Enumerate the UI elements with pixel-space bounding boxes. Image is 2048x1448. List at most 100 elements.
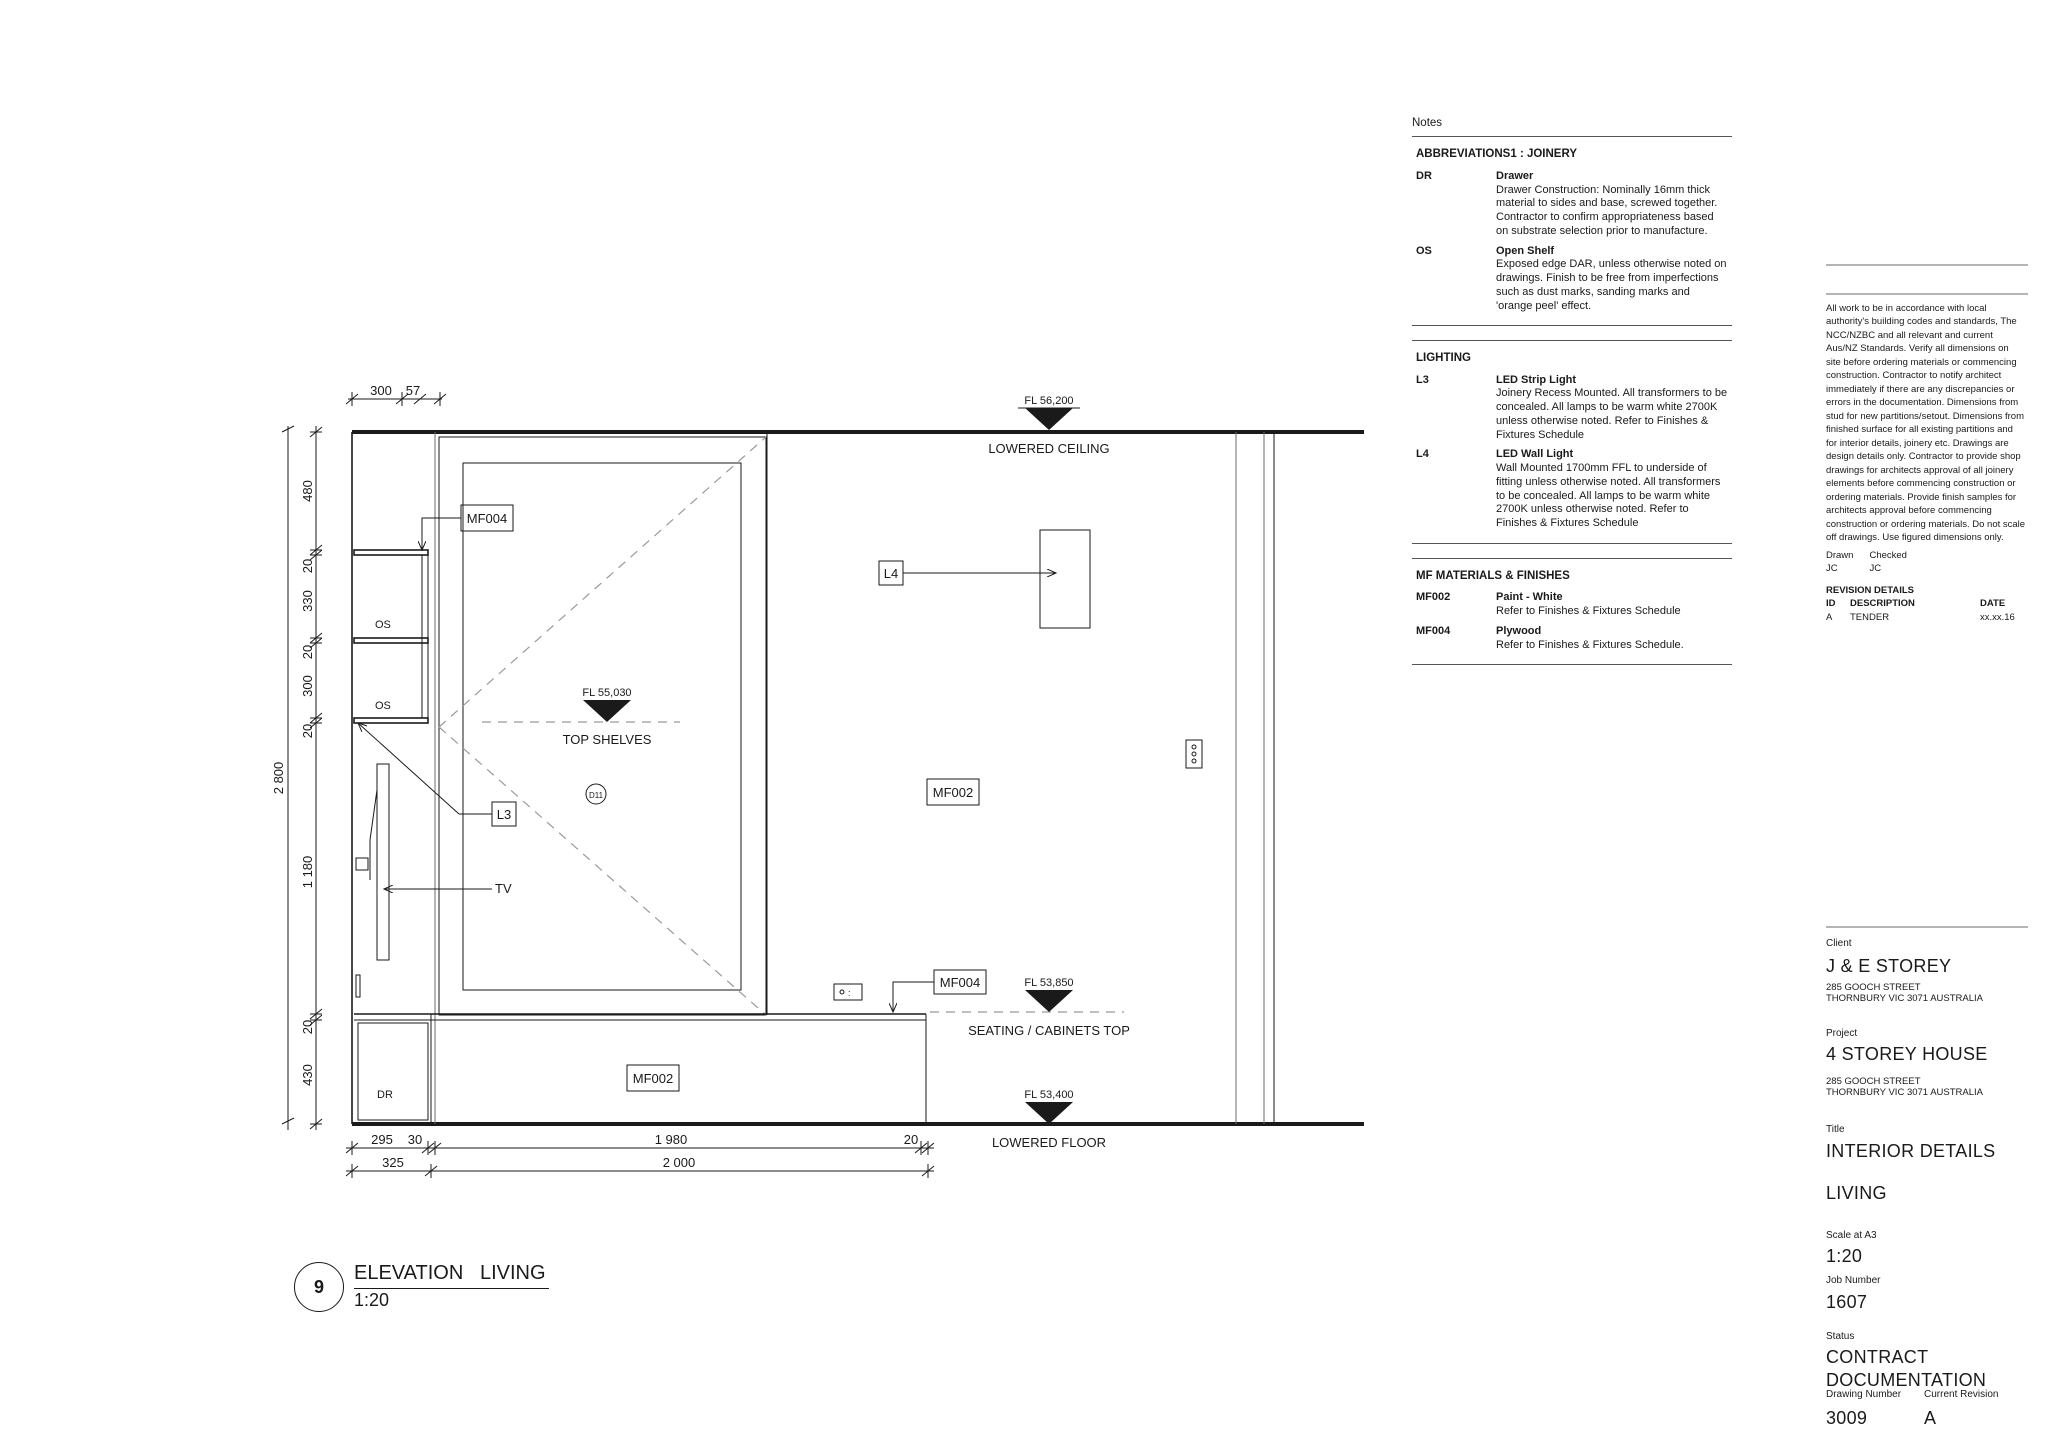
svg-text:430: 430 bbox=[300, 1064, 315, 1086]
tag-tv: TV bbox=[384, 881, 512, 896]
svg-text:LOWERED FLOOR: LOWERED FLOOR bbox=[992, 1135, 1106, 1150]
notes-panel: Notes ABBREVIATIONS1 : JOINERY DR Drawer… bbox=[1412, 116, 1732, 666]
revision-title: REVISION DETAILS bbox=[1826, 584, 1914, 596]
notes-section-materials: MF MATERIALS & FINISHES MF002 Paint - Wh… bbox=[1412, 557, 1732, 666]
tag-mf002-cabinet: MF002 bbox=[626, 1064, 680, 1092]
level-marker-ceiling: FL 56,200 LOWERED CEILING bbox=[988, 395, 1109, 456]
project-name: 4 STOREY HOUSE bbox=[1826, 1044, 1988, 1064]
label-os-2: OS bbox=[375, 700, 391, 712]
scale-label: Scale at A3 bbox=[1826, 1230, 1877, 1241]
tag-mf002-wall: MF002 bbox=[926, 778, 980, 806]
svg-text:D11: D11 bbox=[589, 791, 604, 800]
svg-text:L3: L3 bbox=[497, 807, 511, 822]
svg-text:57: 57 bbox=[406, 383, 420, 398]
label-dr: DR bbox=[377, 1089, 393, 1101]
scale-value: 1:20 bbox=[1826, 1246, 1863, 1266]
title-line1: INTERIOR DETAILS bbox=[1826, 1141, 1996, 1161]
svg-text:300: 300 bbox=[370, 383, 392, 398]
general-notes: All work to be in accordance with local … bbox=[1826, 303, 2026, 544]
svg-text:MF002: MF002 bbox=[933, 785, 973, 800]
status-line2: DOCUMENTATION bbox=[1826, 1370, 1987, 1390]
svg-text:MF004: MF004 bbox=[940, 975, 980, 990]
svg-text::: : bbox=[848, 988, 851, 998]
switch-plate bbox=[1185, 739, 1203, 769]
wall-light-l4 bbox=[1039, 529, 1091, 629]
dimension-left-chain: 480 20 330 20 300 20 1 180 20 430 bbox=[300, 426, 323, 1130]
svg-text:30: 30 bbox=[408, 1132, 422, 1147]
power-outlet bbox=[833, 983, 863, 1001]
dimension-top: 300 57 bbox=[345, 383, 447, 406]
svg-text:FL 55,030: FL 55,030 bbox=[582, 687, 631, 699]
svg-text:20: 20 bbox=[300, 645, 315, 659]
tag-l3: L3 bbox=[358, 723, 517, 827]
tag-mf004-seat: MF004 bbox=[893, 969, 987, 1012]
svg-text:20: 20 bbox=[300, 724, 315, 738]
svg-text:1 180: 1 180 bbox=[300, 856, 315, 889]
shelf-1 bbox=[353, 549, 429, 556]
drawing-title-scale: 1:20 bbox=[354, 1290, 390, 1310]
label-os-1: OS bbox=[375, 619, 391, 631]
shelf-2 bbox=[353, 637, 429, 644]
drawing-title-text: ELEVATION LIVING bbox=[354, 1262, 546, 1284]
svg-text:FL 53,400: FL 53,400 bbox=[1024, 1089, 1073, 1101]
svg-text:SEATING / CABINETS TOP: SEATING / CABINETS TOP bbox=[968, 1023, 1130, 1038]
window-frame-inner bbox=[462, 462, 742, 991]
dimension-bottom-row2: 325 2 000 bbox=[345, 1155, 935, 1178]
svg-text:2 800: 2 800 bbox=[271, 762, 286, 795]
dimension-bottom-row1: 295 30 1 980 20 bbox=[345, 1132, 935, 1155]
svg-text:MF002: MF002 bbox=[633, 1071, 673, 1086]
svg-text:TOP SHELVES: TOP SHELVES bbox=[563, 732, 652, 747]
current-revision-label: Current Revision bbox=[1924, 1389, 1999, 1400]
title-label: Title bbox=[1826, 1124, 1845, 1135]
svg-text:TV: TV bbox=[495, 881, 512, 896]
svg-text:MF004: MF004 bbox=[467, 511, 507, 526]
svg-text:20: 20 bbox=[300, 559, 315, 573]
svg-text:300: 300 bbox=[300, 675, 315, 697]
drawing-number-value: 3009 bbox=[1826, 1408, 1868, 1428]
svg-text:1 980: 1 980 bbox=[655, 1132, 688, 1147]
drawing-number-bubble: 9 bbox=[294, 1262, 344, 1312]
current-revision-value: A bbox=[1924, 1408, 1937, 1428]
job-value: 1607 bbox=[1826, 1292, 1868, 1312]
client-name: J & E STOREY bbox=[1826, 956, 1952, 976]
title-block-notes: All work to be in accordance with local … bbox=[1826, 294, 2026, 624]
dimension-left-overall: 2 800 bbox=[271, 425, 295, 1130]
svg-text:FL 53,850: FL 53,850 bbox=[1024, 977, 1073, 989]
drawing-number-label: Drawing Number bbox=[1826, 1389, 1902, 1400]
status-line1: CONTRACT bbox=[1826, 1347, 1929, 1367]
notes-heading: Notes bbox=[1412, 116, 1732, 138]
svg-text:325: 325 bbox=[382, 1155, 404, 1170]
svg-text:20: 20 bbox=[300, 1020, 315, 1034]
svg-text:L4: L4 bbox=[884, 566, 898, 581]
job-label: Job Number bbox=[1826, 1275, 1881, 1286]
level-marker-floor: FL 53,400 LOWERED FLOOR bbox=[992, 1089, 1106, 1150]
svg-text:2 000: 2 000 bbox=[663, 1155, 696, 1170]
project-label: Project bbox=[1826, 1028, 1858, 1039]
tv-screen bbox=[376, 763, 390, 961]
svg-text:20: 20 bbox=[904, 1132, 918, 1147]
drawer-unit bbox=[357, 1022, 429, 1121]
tag-mf004-top: MF004 bbox=[422, 504, 514, 550]
svg-text:FL 56,200: FL 56,200 bbox=[1024, 395, 1073, 407]
status-label: Status bbox=[1826, 1331, 1855, 1342]
svg-text:330: 330 bbox=[300, 590, 315, 612]
level-marker-seating: FL 53,850 SEATING / CABINETS TOP bbox=[968, 977, 1130, 1038]
tag-d11: D11 bbox=[585, 783, 607, 805]
level-marker-top-shelves: FL 55,030 TOP SHELVES bbox=[563, 687, 652, 747]
tag-l4: L4 bbox=[878, 560, 1056, 586]
title-line2: LIVING bbox=[1826, 1183, 1887, 1203]
window-frame-outer bbox=[438, 436, 767, 1016]
